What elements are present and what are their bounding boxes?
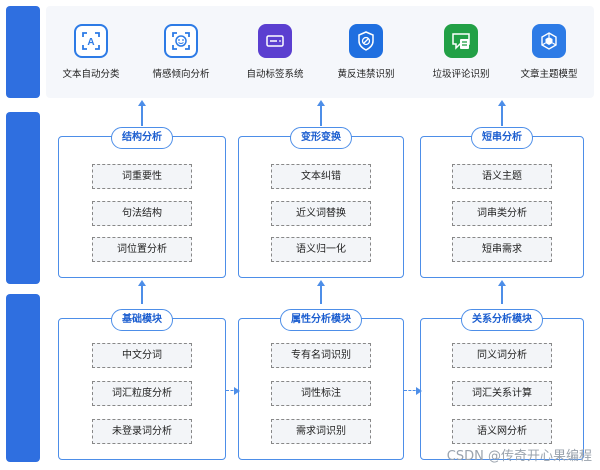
module-item[interactable]: 语义归一化 [271, 237, 371, 262]
module-item[interactable]: 近义词替换 [271, 201, 371, 226]
panel-title: 结构分析 [111, 127, 173, 149]
spam-comment-icon [444, 24, 478, 58]
panel-transformation: 变形变换 文本纠错 近义词替换 语义归一化 [238, 127, 404, 278]
app-label: 垃圾评论识别 [432, 69, 490, 80]
arrow-right [404, 386, 422, 395]
panel-title: 关系分析模块 [461, 309, 543, 331]
module-item[interactable]: 同义词分析 [452, 343, 552, 368]
panel-short-string-analysis: 短串分析 语义主题 词串类分析 短串需求 [420, 127, 584, 278]
panel-basic-module: 基础模块 中文分词 词汇粒度分析 未登录词分析 [58, 309, 226, 460]
app-label: 黄反违禁识别 [337, 69, 395, 80]
panel-title: 短串分析 [471, 127, 533, 149]
panel-relation-analysis: 关系分析模块 同义词分析 词汇关系计算 语义网分析 [420, 309, 584, 460]
panel-title: 属性分析模块 [280, 309, 362, 331]
module-item[interactable]: 语义主题 [452, 164, 552, 189]
app-label: 文本自动分类 [62, 69, 120, 80]
topic-model-icon [532, 24, 566, 58]
module-item[interactable]: 未登录词分析 [92, 419, 192, 444]
app-label: 情感倾向分析 [152, 69, 210, 80]
module-item[interactable]: 中文分词 [92, 343, 192, 368]
band-application-layer [6, 6, 40, 98]
app-label: 文章主题模型 [520, 69, 578, 80]
app-prohibited-detect[interactable]: 黄反违禁识别 [321, 24, 411, 80]
band-analysis-layer [6, 112, 40, 284]
module-item[interactable]: 词重要性 [92, 164, 192, 189]
app-spam-detect[interactable]: 垃圾评论识别 [416, 24, 506, 80]
module-item[interactable]: 词串类分析 [452, 201, 552, 226]
tag-system-icon [258, 24, 292, 58]
application-row: A 文本自动分类 情感倾向分析 自动标签系统 [46, 6, 594, 98]
arrow-right [226, 386, 240, 395]
module-item[interactable]: 词汇关系计算 [452, 381, 552, 406]
module-item[interactable]: 需求词识别 [271, 419, 371, 444]
panel-title: 变形变换 [290, 127, 352, 149]
module-item[interactable]: 文本纠错 [271, 164, 371, 189]
module-item[interactable]: 词汇粒度分析 [92, 381, 192, 406]
module-item[interactable]: 词性标注 [271, 381, 371, 406]
text-classify-icon: A [74, 24, 108, 58]
module-item[interactable]: 专有名词识别 [271, 343, 371, 368]
watermark: CSDN @传奇开心果编程 [446, 449, 592, 464]
app-tag-system[interactable]: 自动标签系统 [230, 24, 320, 80]
app-label: 自动标签系统 [246, 69, 304, 80]
module-item[interactable]: 语义网分析 [452, 419, 552, 444]
band-base-layer [6, 294, 40, 462]
panel-title: 基础模块 [111, 309, 173, 331]
panel-attribute-analysis: 属性分析模块 专有名词识别 词性标注 需求词识别 [238, 309, 404, 460]
svg-text:A: A [87, 37, 94, 48]
module-item[interactable]: 词位置分析 [92, 237, 192, 262]
module-item[interactable]: 句法结构 [92, 201, 192, 226]
app-text-classify[interactable]: A 文本自动分类 [46, 24, 136, 80]
app-sentiment[interactable]: 情感倾向分析 [136, 24, 226, 80]
shield-ban-icon [349, 24, 383, 58]
emotion-face-icon [164, 24, 198, 58]
module-item[interactable]: 短串需求 [452, 237, 552, 262]
app-topic-model[interactable]: 文章主题模型 [504, 24, 594, 80]
panel-structure-analysis: 结构分析 词重要性 句法结构 词位置分析 [58, 127, 226, 278]
